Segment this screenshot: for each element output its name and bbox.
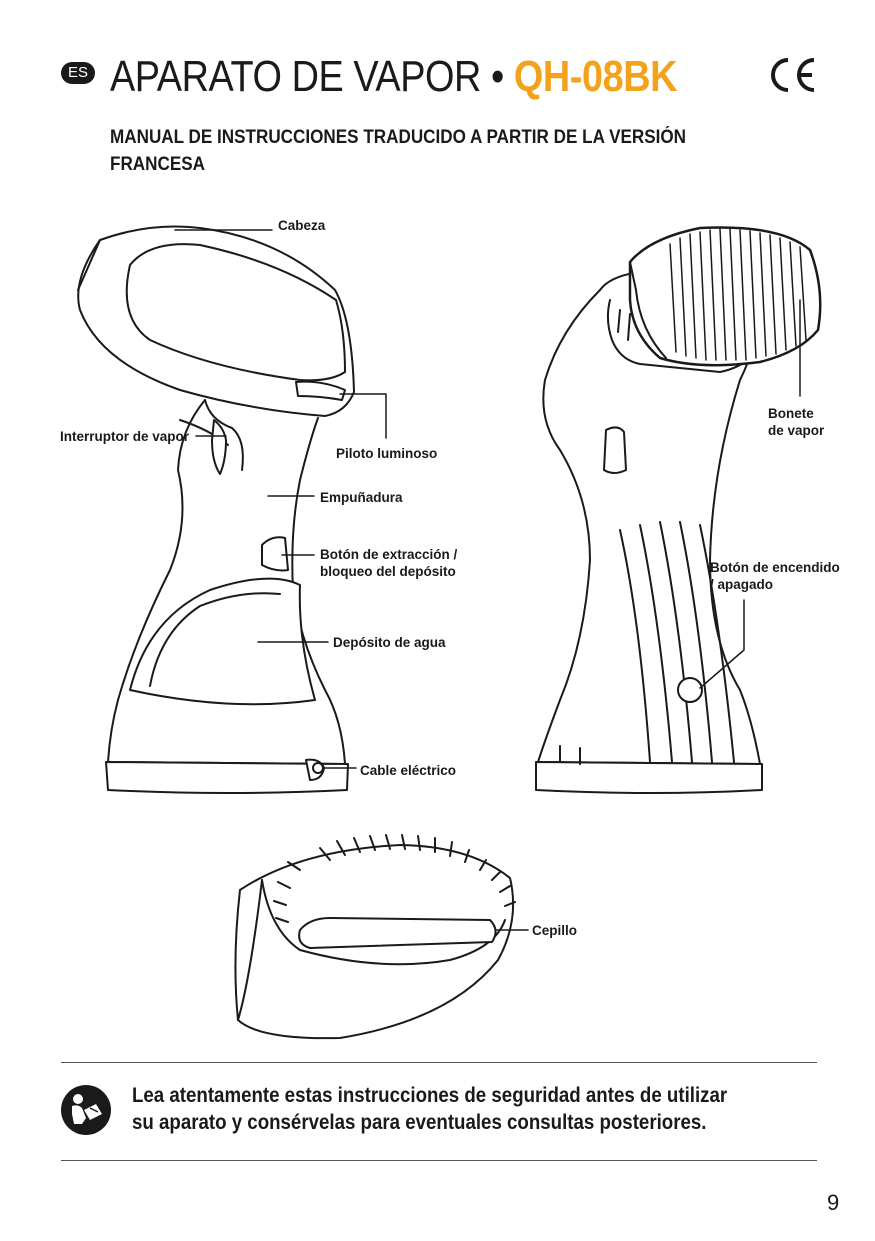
- page-title: APARATO DE VAPOR • QH-08BK: [110, 52, 677, 102]
- label-tank-release-line2: bloqueo del depósito: [320, 564, 456, 579]
- title-prefix: APARATO DE VAPOR •: [110, 52, 514, 101]
- safety-notice-line1: Lea atentamente estas instrucciones de s…: [132, 1084, 728, 1107]
- label-power-button-line1: Botón de encendido: [710, 560, 840, 575]
- label-water-tank: Depósito de agua: [333, 635, 446, 650]
- label-steam-cap-line1: Bonete: [768, 406, 814, 421]
- label-steam-switch: Interruptor de vapor: [60, 429, 190, 444]
- model-number: QH-08BK: [513, 52, 678, 101]
- label-head: Cabeza: [278, 218, 326, 233]
- leader-lines: [174, 229, 801, 931]
- steamer-side-view: [77, 225, 355, 794]
- label-power-cord: Cable eléctrico: [360, 763, 457, 778]
- safety-notice-line2: su aparato y consérvelas para eventuales…: [132, 1111, 707, 1134]
- label-power-button: Botón de encendido / apagado: [710, 559, 840, 593]
- brush-attachment: [234, 834, 516, 1040]
- label-brush: Cepillo: [532, 923, 578, 938]
- read-manual-icon: [61, 1085, 111, 1135]
- ce-mark-icon: [771, 58, 815, 92]
- label-steam-cap-line2: de vapor: [768, 423, 825, 438]
- label-steam-cap: Bonete de vapor: [768, 405, 824, 439]
- safety-notice: Lea atentamente estas instrucciones de s…: [132, 1082, 755, 1136]
- label-indicator-light: Piloto luminoso: [336, 446, 438, 461]
- label-power-button-line2: / apagado: [710, 577, 774, 592]
- label-tank-release-line1: Botón de extracción /: [320, 547, 458, 562]
- divider-top: [61, 1062, 817, 1063]
- steamer-front-view: [535, 226, 822, 794]
- divider-bottom: [61, 1160, 817, 1161]
- language-badge: ES: [61, 62, 95, 84]
- steam-cap-grille: [669, 228, 807, 361]
- label-handle: Empuñadura: [320, 490, 403, 505]
- label-tank-release: Botón de extracción / bloqueo del depósi…: [320, 546, 457, 580]
- page-number: 9: [827, 1190, 840, 1215]
- manual-subtitle: MANUAL DE INSTRUCCIONES TRADUCIDO A PART…: [110, 127, 687, 175]
